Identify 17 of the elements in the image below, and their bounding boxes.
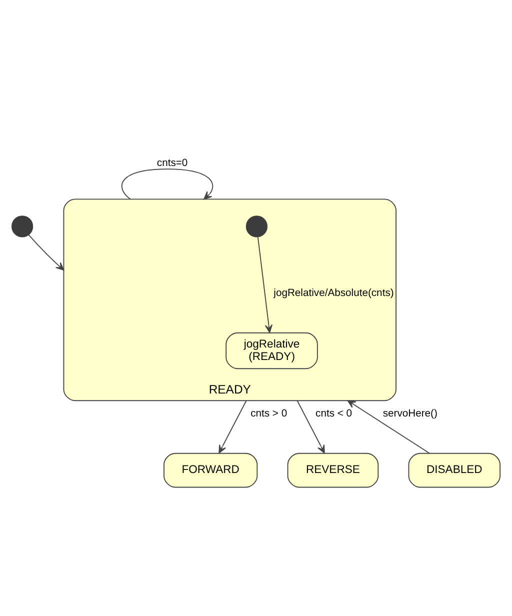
node-box: REVERSE [287, 452, 379, 488]
node-circle [11, 215, 34, 237]
arrow [28, 234, 64, 270]
edge-label: cnts=0 [156, 158, 188, 169]
node-circle [246, 215, 268, 237]
arrow [296, 400, 325, 453]
arrow [121, 168, 214, 200]
node-box: DISABLED [408, 452, 501, 488]
node-box: jogRelative (READY) [226, 332, 318, 369]
arrow [218, 400, 247, 453]
edge-label: cnts > 0 [250, 408, 288, 419]
edge-label: jogRelative/Absolute(cnts) [274, 287, 394, 298]
node-box: FORWARD [164, 452, 258, 488]
edge-label: cnts < 0 [316, 408, 352, 419]
arrow [257, 236, 273, 333]
edge-label: servoHere() [382, 408, 438, 419]
arrow [347, 400, 430, 454]
